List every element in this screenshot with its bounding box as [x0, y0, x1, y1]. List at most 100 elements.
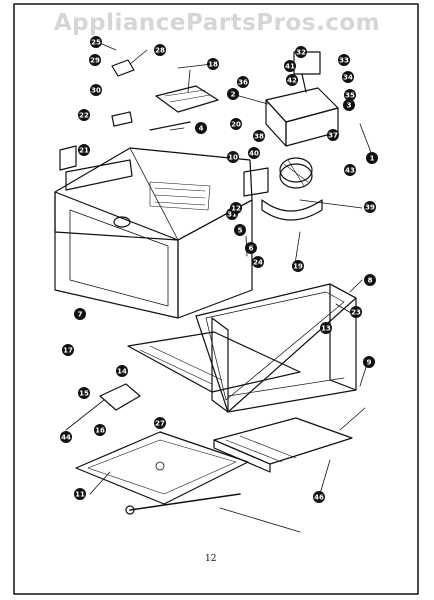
callout-bubble	[74, 488, 86, 500]
callout-bubble	[338, 54, 350, 66]
callout-number: 31	[227, 211, 237, 219]
callout-bubble	[364, 274, 376, 286]
callout-bubble	[230, 202, 242, 214]
callout-number: 21	[79, 147, 89, 155]
callout-bubble	[344, 164, 356, 176]
callout-bubble	[292, 260, 304, 272]
callout-number: 44	[61, 434, 71, 442]
callout-bubble	[245, 242, 257, 254]
callout-number: 25	[91, 39, 101, 47]
callout-number: 40	[249, 150, 259, 158]
callout-bubble	[363, 356, 375, 368]
callout-bubble	[230, 118, 242, 130]
callout-bubble	[237, 76, 249, 88]
callout-bubble	[320, 322, 332, 334]
callout-number: 15	[79, 390, 89, 398]
callout-number: 35	[345, 92, 355, 100]
callout-number: 43	[345, 167, 355, 175]
callout-number: 38	[254, 133, 264, 141]
callout-number: 3	[347, 102, 352, 110]
callout-bubble	[90, 36, 102, 48]
page-border	[13, 3, 419, 595]
callout-number: 33	[339, 57, 349, 65]
callout-number: 39	[365, 204, 375, 212]
callout-number: 22	[79, 112, 89, 120]
callout-number: 13	[321, 325, 331, 333]
callout-number: 29	[90, 57, 100, 65]
callout-bubble	[366, 152, 378, 164]
callout-bubble	[344, 89, 356, 101]
callout-bubble	[227, 88, 239, 100]
callout-number: 18	[208, 61, 218, 69]
callout-bubble	[295, 46, 307, 58]
callout-number: 1	[370, 155, 375, 163]
callout-bubble	[342, 71, 354, 83]
callout-number: 41	[285, 63, 295, 71]
callout-number: 7	[78, 311, 83, 319]
callout-bubble	[78, 109, 90, 121]
callout-number: 17	[63, 347, 73, 355]
callout-number: 42	[287, 77, 297, 85]
callout-bubble	[74, 308, 86, 320]
callout-number: 6	[249, 245, 254, 253]
callout-number: 10	[228, 154, 238, 162]
callout-bubble	[90, 84, 102, 96]
callout-number: 27	[155, 420, 165, 428]
oven-cavity-shell	[54, 147, 253, 319]
callout-bubble	[327, 129, 339, 141]
callout-bubble	[286, 74, 298, 86]
callout-bubble	[248, 147, 260, 159]
callout-bubble	[350, 306, 362, 318]
callout-number: 4	[199, 125, 204, 133]
callout-bubble	[60, 431, 72, 443]
front-frame	[195, 283, 357, 413]
callout-bubble	[116, 365, 128, 377]
callout-bubble	[207, 58, 219, 70]
callout-number: 16	[95, 427, 105, 435]
callout-bubble	[234, 224, 246, 236]
callout-bubble	[253, 130, 265, 142]
callout-bubble	[343, 99, 355, 111]
callout-number: 23	[351, 309, 361, 317]
callout-number: 11	[75, 491, 85, 499]
callout-number: 28	[155, 47, 165, 55]
callout-bubble	[227, 151, 239, 163]
callout-number: 14	[117, 368, 127, 376]
callout-number: 19	[293, 263, 303, 271]
callout-number: 30	[91, 87, 101, 95]
callout-bubble	[364, 201, 376, 213]
callout-bubble	[78, 144, 90, 156]
callout-number: 46	[314, 494, 324, 502]
callout-number: 5	[238, 227, 243, 235]
base-tray	[127, 331, 301, 393]
callout-number: 32	[296, 49, 306, 57]
leader-lines	[65, 43, 373, 533]
callout-bubble	[89, 54, 101, 66]
callout-bubble	[252, 256, 264, 268]
callout-bubble	[195, 122, 207, 134]
callout-number: 36	[238, 79, 248, 87]
callout-number: 8	[368, 277, 373, 285]
watermark-text: AppliancePartsPros.com	[53, 10, 381, 36]
callout-number: 2	[231, 91, 236, 99]
callout-bubble	[313, 491, 325, 503]
callout-number: 34	[343, 74, 353, 82]
callout-number: 12	[231, 205, 241, 213]
top-components	[59, 59, 219, 191]
page-number: 12	[205, 554, 217, 564]
callout-number: 20	[231, 121, 241, 129]
callout-bubble	[284, 60, 296, 72]
callout-bubble	[154, 44, 166, 56]
callout-number: 24	[253, 259, 263, 267]
callout-bubble	[78, 387, 90, 399]
callout-bubble	[62, 344, 74, 356]
callout-number: 9	[367, 359, 372, 367]
bottom-parts	[75, 383, 353, 515]
callout-bubble	[154, 417, 166, 429]
callout-number: 37	[328, 132, 338, 140]
callout-bubble	[94, 424, 106, 436]
blower-assembly	[243, 51, 339, 221]
